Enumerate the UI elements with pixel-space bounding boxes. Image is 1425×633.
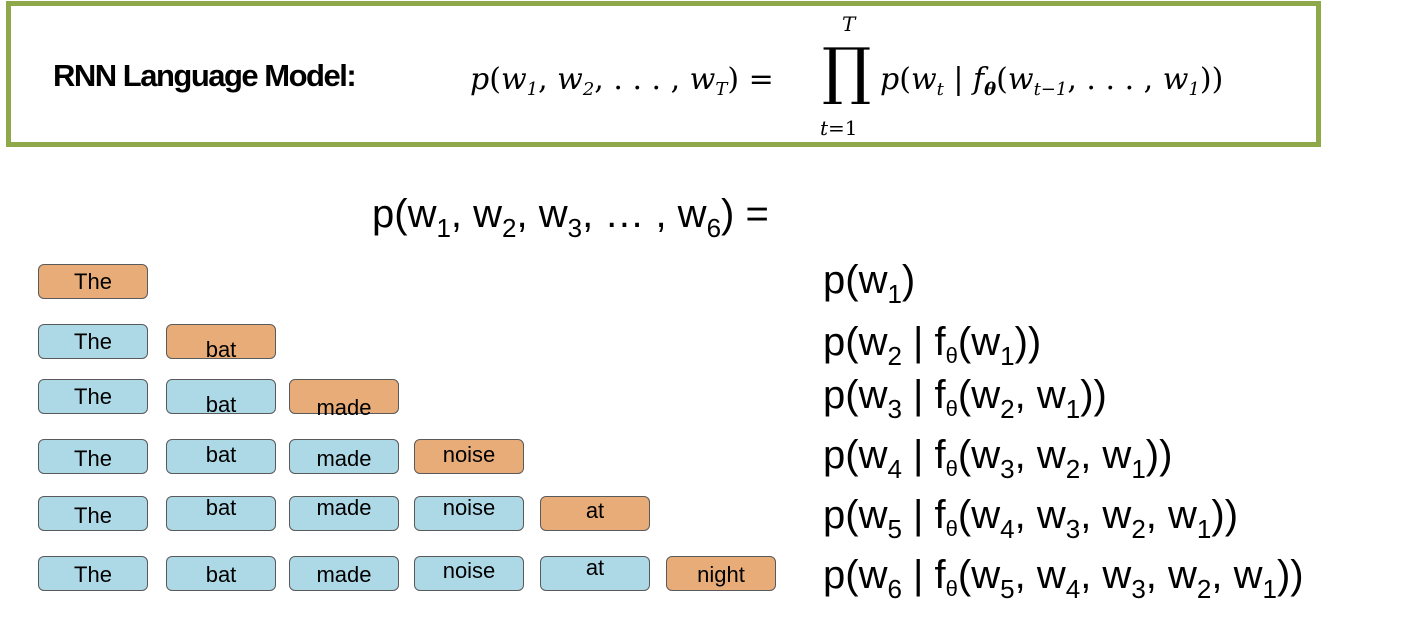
factor-term-3: p(w3 | fθ(w2, w1)): [823, 373, 1107, 424]
token-context: noise: [414, 556, 524, 591]
token-context: made: [289, 439, 399, 474]
factor-term-2: p(w2 | fθ(w1)): [823, 320, 1042, 371]
token-context: The: [38, 556, 148, 591]
token-context: bat: [166, 379, 276, 417]
token-target: night: [666, 556, 776, 591]
rnn-lm-formula-lhs: p(w1, w2, . . . , wT) =: [470, 62, 774, 100]
token-context: made: [289, 556, 399, 591]
model-title: RNN Language Model:: [53, 58, 357, 93]
joint-probability: p(w1, w2, w3, … , w6) =: [372, 192, 769, 243]
token-target: The: [38, 264, 148, 299]
token-target: at: [540, 496, 650, 531]
token-context: bat: [166, 556, 276, 591]
token-context: The: [38, 439, 148, 474]
token-context: noise: [414, 496, 524, 531]
factor-term-6: p(w6 | fθ(w5, w4, w3, w2, w1)): [823, 553, 1304, 604]
token-context: The: [38, 496, 148, 531]
product-operator: T ∏ t=1: [820, 12, 872, 140]
token-context: The: [38, 324, 148, 359]
token-context: made: [289, 496, 399, 531]
factor-term-5: p(w5 | fθ(w4, w3, w2, w1)): [823, 493, 1239, 544]
token-target: noise: [414, 439, 524, 474]
model-definition-box: [6, 1, 1321, 147]
token-context: The: [38, 379, 148, 414]
token-context: bat: [166, 439, 276, 474]
factor-term-1: p(w1): [823, 258, 916, 309]
token-context: bat: [166, 496, 276, 531]
token-target: bat: [166, 324, 276, 362]
token-target: made: [289, 379, 399, 420]
rnn-lm-formula-rhs: p(wt | fθ(wt−1, . . . , w1)): [880, 62, 1224, 100]
token-context: at: [540, 556, 650, 591]
factor-term-4: p(w4 | fθ(w3, w2, w1)): [823, 433, 1173, 484]
